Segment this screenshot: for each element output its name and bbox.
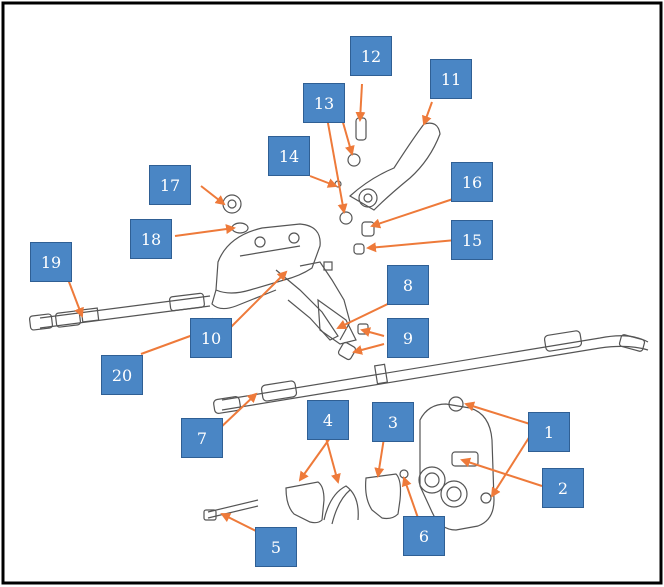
callout-12: 12 bbox=[350, 36, 392, 76]
brake-pad-left bbox=[285, 481, 325, 524]
callout-6: 6 bbox=[403, 516, 445, 556]
part-18 bbox=[231, 222, 249, 234]
part-17 bbox=[222, 194, 242, 214]
master-cylinder-10 bbox=[211, 223, 357, 345]
caliper-1 bbox=[418, 396, 495, 531]
callout-18: 18 bbox=[130, 219, 172, 259]
callout-19: 19 bbox=[30, 242, 72, 282]
bolt-5 bbox=[207, 499, 259, 513]
part-15 bbox=[353, 243, 365, 255]
callout-9: 9 bbox=[387, 318, 429, 358]
callout-2: 2 bbox=[542, 468, 584, 508]
callout-10: 10 bbox=[190, 318, 232, 358]
callout-11: 11 bbox=[430, 59, 472, 99]
callout-1: 1 bbox=[528, 412, 570, 452]
callout-5: 5 bbox=[255, 527, 297, 567]
part-16 bbox=[361, 221, 375, 237]
callout-13: 13 bbox=[303, 83, 345, 123]
brake-pad-3 bbox=[365, 473, 402, 520]
callout-20: 20 bbox=[101, 355, 143, 395]
callout-14: 14 bbox=[268, 136, 310, 176]
callout-8: 8 bbox=[387, 265, 429, 305]
lever-11 bbox=[348, 122, 441, 211]
spring-4 bbox=[323, 485, 359, 521]
callout-3: 3 bbox=[372, 402, 414, 442]
callout-15: 15 bbox=[451, 220, 493, 260]
part-12 bbox=[355, 117, 367, 141]
part-13 bbox=[347, 153, 361, 167]
callout-4: 4 bbox=[307, 400, 349, 440]
hose-19 bbox=[28, 292, 211, 331]
callout-17: 17 bbox=[149, 165, 191, 205]
callout-16: 16 bbox=[451, 162, 493, 202]
parts-drawing bbox=[28, 117, 649, 531]
callout-7: 7 bbox=[181, 418, 223, 458]
hose-7 bbox=[213, 330, 649, 414]
part-6 bbox=[399, 469, 409, 479]
